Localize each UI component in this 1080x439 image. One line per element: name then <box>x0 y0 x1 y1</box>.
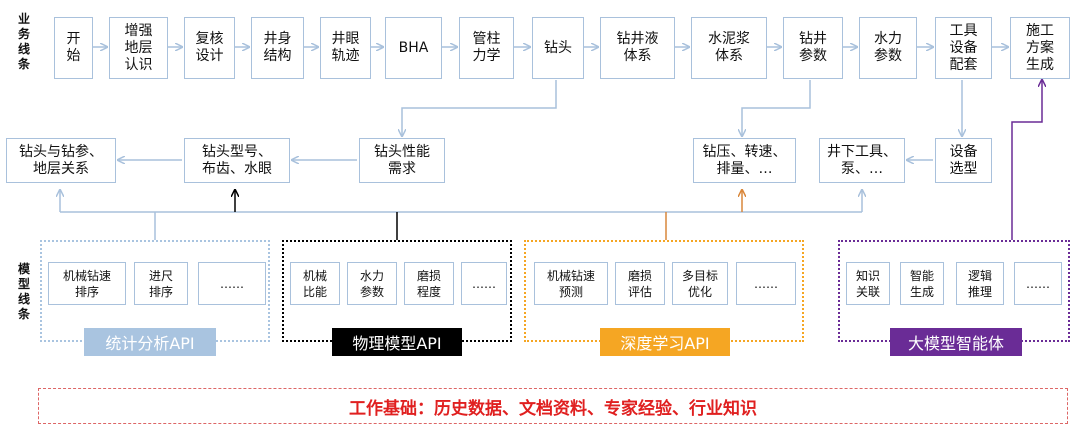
flow-string-mechanics: 管柱 力学 <box>459 17 514 79</box>
bit-down-arrow <box>402 80 557 136</box>
deep-item: 机械钻速 预测 <box>534 262 608 305</box>
flow-hydraulic-params: 水力 参数 <box>859 17 917 79</box>
physics-item: …… <box>461 262 507 305</box>
flow-review-design: 复核 设计 <box>184 17 235 79</box>
group-stats: 机械钻速 排序 进尺 排序 …… <box>40 240 270 342</box>
stats-title: 统计分析API <box>84 328 216 356</box>
node-wob: 钻压、转速、 排量、… <box>693 138 796 183</box>
physics-item: 磨损 程度 <box>404 262 454 305</box>
flow-well-structure: 井身 结构 <box>251 17 304 79</box>
flow-drilling-params: 钻井 参数 <box>783 17 843 79</box>
llm-item: 知识 关联 <box>846 262 890 305</box>
flow-start: 开 始 <box>54 17 93 79</box>
physics-title: 物理模型API <box>332 328 462 356</box>
node-bit-need: 钻头性能 需求 <box>359 138 445 183</box>
physics-item: 机械 比能 <box>290 262 340 305</box>
lane-business-label: 业务 线条 <box>17 12 30 71</box>
param-down-arrow <box>742 80 811 136</box>
stats-item: …… <box>198 262 266 305</box>
node-downhole-tools: 井下工具、 泵、… <box>819 138 905 183</box>
stats-item: 机械钻速 排序 <box>48 262 126 305</box>
deep-item: 磨损 评估 <box>615 262 665 305</box>
llm-item: 智能 生成 <box>900 262 944 305</box>
group-deep: 机械钻速 预测 磨损 评估 多目标 优化 …… <box>524 240 804 342</box>
deep-item: …… <box>736 262 796 305</box>
flow-formation: 增强 地层 认识 <box>109 17 168 79</box>
node-bit-relation: 钻头与钻参、 地层关系 <box>6 138 116 183</box>
llm-title: 大模型智能体 <box>890 328 1022 356</box>
flow-trajectory: 井眼 轨迹 <box>320 17 371 79</box>
flow-cement: 水泥浆 体系 <box>691 17 767 79</box>
flow-bha: BHA <box>385 17 442 79</box>
flow-drilling-fluid: 钻井液 体系 <box>600 17 675 79</box>
flow-tool-equipment: 工具 设备 配套 <box>935 17 992 79</box>
llm-item: 逻辑 推理 <box>956 262 1004 305</box>
llm-item: …… <box>1014 262 1062 305</box>
physics-item: 水力 参数 <box>347 262 397 305</box>
group-physics: 机械 比能 水力 参数 磨损 程度 …… <box>282 240 512 342</box>
node-equipment-selection: 设备 选型 <box>935 138 992 183</box>
foundation-banner: 工作基础：历史数据、文档资料、专家经验、行业知识 <box>38 388 1068 424</box>
stats-item: 进尺 排序 <box>134 262 188 305</box>
group-llm: 知识 关联 智能 生成 逻辑 推理 …… <box>838 240 1070 342</box>
llm-arrow <box>1011 80 1042 240</box>
flow-plan-generation: 施工 方案 生成 <box>1010 17 1070 79</box>
node-bit-type: 钻头型号、 布齿、水眼 <box>184 138 290 183</box>
flow-bit: 钻头 <box>532 17 584 79</box>
deep-item: 多目标 优化 <box>672 262 728 305</box>
lane-model-label: 模型 线条 <box>17 262 30 321</box>
deep-title: 深度学习API <box>600 328 730 356</box>
